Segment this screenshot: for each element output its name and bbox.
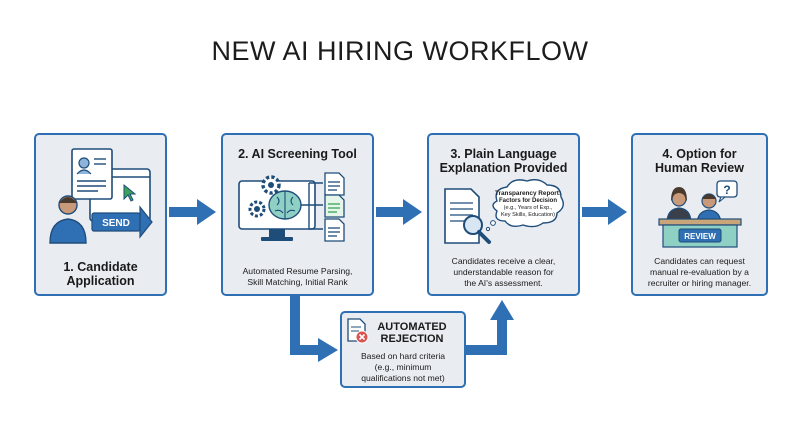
step-2-title: 2. AI Screening Tool xyxy=(238,147,357,161)
step-card-ai-screening: 2. AI Screening Tool Automated Resume Pa… xyxy=(221,133,374,296)
document-magnifier-icon: Transparency Report: Factors for Decisio… xyxy=(444,179,564,244)
rejected-document-icon xyxy=(347,318,369,344)
step-3-title-word2: Language xyxy=(497,147,557,161)
arrow-2-to-rejection xyxy=(290,296,320,355)
step-3-desc-line3: the AI's assessment. xyxy=(464,278,543,288)
bubble-line2: Factors for Decision xyxy=(499,198,557,204)
rejection-desc-line1: Based on hard criteria xyxy=(360,351,446,361)
step-card-plain-language: 3. Plain Language Explanation Provided T… xyxy=(427,133,580,296)
step-4-desc-line1: Candidates can request xyxy=(654,256,745,266)
ai-brain-computer-icon xyxy=(238,172,345,242)
step-4-desc-line2: manual re-evaluation by a xyxy=(650,267,749,277)
step-3-title-word1: 3. Plain xyxy=(450,147,495,161)
step-4-desc-line3: recruiter or hiring manager. xyxy=(647,278,752,288)
review-badge: REVIEW xyxy=(684,232,716,241)
rejection-title-line2: REJECTION xyxy=(380,333,444,345)
step-4-title-line1: 4. Option for xyxy=(662,147,737,161)
arrow-rejection-to-3 xyxy=(466,318,507,355)
step-2-desc-line1: Automated Resume Parsing, xyxy=(242,266,353,276)
step-3-title-line1: 3. Plain Language xyxy=(429,147,578,161)
step-1-title-line1: 1. Candidate xyxy=(63,260,138,274)
step-4-title-line2: Human Review xyxy=(655,161,744,175)
arrow-1-to-2 xyxy=(169,199,216,225)
send-badge: SEND xyxy=(102,218,130,229)
rejection-desc-line2: (e.g., minimum xyxy=(374,362,432,372)
review-panel-icon: ? REVIEW xyxy=(658,180,742,248)
step-3-title-line2: Explanation Provided xyxy=(439,161,568,175)
arrow-2-to-3 xyxy=(376,199,422,225)
step-2-desc-line2: Skill Matching, Initial Rank xyxy=(247,277,348,287)
arrow-3-to-4 xyxy=(582,199,627,225)
rejection-title-line1: AUTOMATED xyxy=(377,321,447,333)
page-title: NEW AI HIRING WORKFLOW xyxy=(211,36,589,66)
step-3-desc-line2: understandable reason for xyxy=(453,267,554,277)
bubble-line4: Key Skills, Education) xyxy=(501,212,555,218)
step-1-title-line2: Application xyxy=(66,274,135,288)
step-3-desc-line1: Candidates receive a clear, xyxy=(451,256,556,266)
rejection-desc-line3: qualifications not met) xyxy=(361,373,445,383)
question-bubble: ? xyxy=(723,183,730,197)
rejection-box: AUTOMATED REJECTION Based on hard criter… xyxy=(340,311,466,388)
resume-send-icon: SEND xyxy=(49,148,153,244)
bubble-line3: (e.g., Years of Exp., xyxy=(504,205,553,211)
step-card-candidate-application: SEND 1. Candidate Application xyxy=(34,133,167,296)
bubble-line1: Transparency Report: xyxy=(495,190,561,197)
step-card-human-review: 4. Option for Human Review ? REVIEW Cand… xyxy=(631,133,768,296)
